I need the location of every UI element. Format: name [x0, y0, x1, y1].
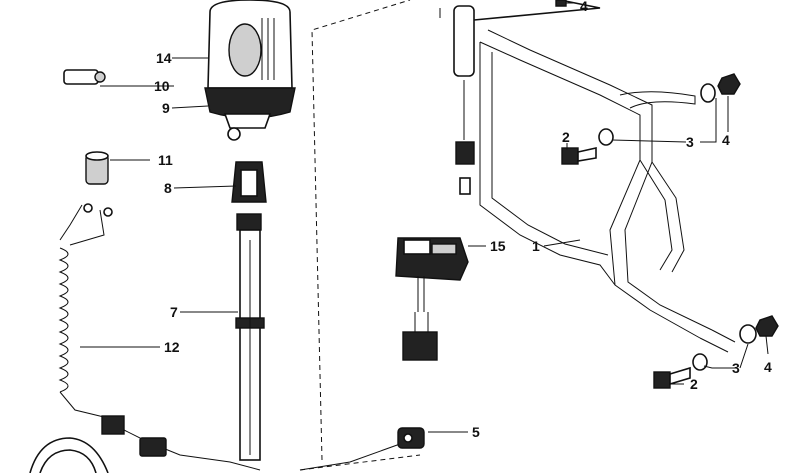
callout-5: 5: [472, 424, 480, 440]
callout-4-top: 4: [580, 0, 588, 14]
fasteners-upper: [561, 73, 741, 165]
tube-frame: [473, 0, 736, 353]
switch: [395, 237, 469, 361]
vertical-bracket: [439, 5, 475, 195]
coiled-cable: [58, 203, 261, 471]
callout-2-lower: 2: [690, 376, 698, 392]
mast: [235, 213, 265, 461]
adapter: [231, 161, 267, 203]
callout-12: 12: [164, 339, 180, 355]
plug-connector: [299, 427, 425, 471]
fasteners-top: [555, 0, 574, 7]
callout-1: 1: [532, 238, 540, 254]
callout-10: 10: [154, 78, 170, 94]
callout-9: 9: [162, 100, 170, 116]
callout-15: 15: [490, 238, 506, 254]
callout-7: 7: [170, 304, 178, 320]
dashed-reference-lines: [299, 0, 421, 471]
callout-3-lower: 3: [732, 360, 740, 376]
bulb: [63, 69, 106, 85]
grommet: [85, 151, 109, 185]
beacon-base: [204, 87, 296, 141]
mount-clamp: [29, 437, 109, 473]
leader-lines: [80, 57, 769, 433]
callout-8: 8: [164, 180, 172, 196]
callout-3-upper: 3: [686, 134, 694, 150]
fasteners-lower: [653, 315, 779, 389]
beacon-dome: [207, 0, 293, 89]
callout-labels: 14 10 9 11 8 7 12 15 5 1 2 3 4 4 3 2 4: [154, 0, 772, 440]
callout-4-upper: 4: [722, 132, 730, 148]
callout-2-upper: 2: [562, 129, 570, 145]
callout-14: 14: [156, 50, 172, 66]
callout-11: 11: [158, 152, 173, 168]
callout-4-lower: 4: [764, 359, 772, 375]
